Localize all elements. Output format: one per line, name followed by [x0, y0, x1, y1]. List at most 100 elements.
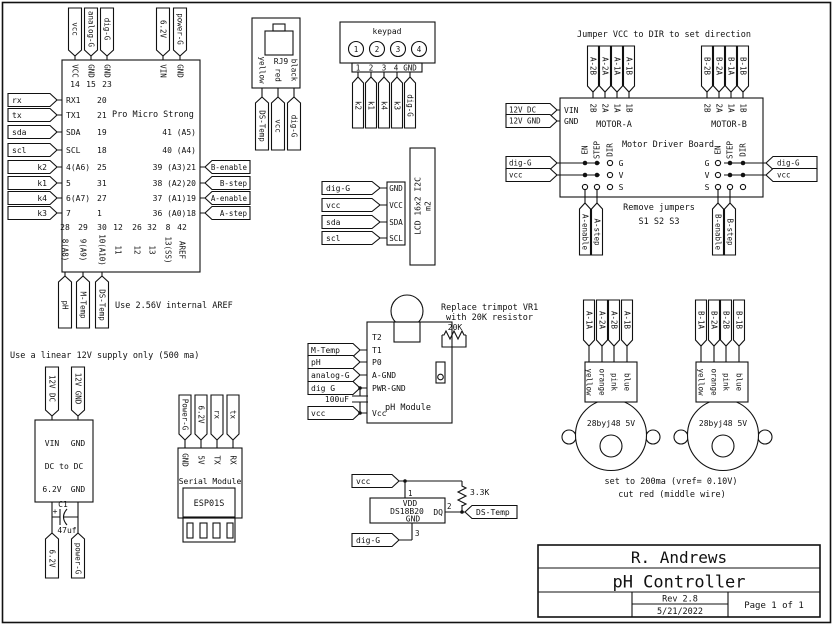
net-tag: [67, 7, 83, 57]
pin-label: 4(A6): [66, 163, 90, 172]
pin-label: 5: [66, 179, 71, 188]
wire-color-label: pink: [610, 373, 619, 392]
pin-label: Vcc: [372, 409, 387, 418]
pin-number: 20: [97, 96, 107, 105]
jumper-pin: [714, 171, 722, 179]
pin-label: 1B: [625, 103, 634, 113]
net-tag: [732, 299, 746, 347]
dcdc-wires: [51, 416, 79, 533]
net-tag-label: sda: [326, 218, 341, 227]
row-label: V: [619, 171, 624, 180]
net-tag: [172, 7, 188, 57]
pin-label: SCL: [389, 234, 403, 243]
pin-label: TX1: [66, 111, 81, 120]
pin-label: 2B: [703, 103, 712, 113]
net-tag: [377, 76, 391, 129]
net-tag-label: B-1B: [735, 311, 744, 330]
pin-label: RX: [229, 455, 238, 465]
pin-label: SCL: [66, 146, 81, 155]
row-label: G: [705, 159, 710, 168]
serial-module-section: Power-G 6.2V rx tx GND 5V TX RX Serial M…: [177, 394, 243, 543]
wire-color-label: orange: [710, 368, 719, 396]
ph-module-wires: [352, 349, 368, 414]
net-tag: [94, 275, 110, 329]
motor-mount-ear: [645, 429, 661, 445]
pin-label: 41 (A5): [162, 128, 196, 137]
pin-number: 14: [70, 80, 80, 89]
title-block-dividers: [538, 567, 820, 617]
net-tag: [712, 45, 726, 93]
pin-number: 21: [97, 111, 107, 120]
pin-label: T2: [372, 333, 382, 342]
keypad-button-label: 4: [417, 45, 422, 54]
title-block: R. Andrews pH Controller Rev 2.8 5/21/20…: [537, 544, 821, 618]
junction-dot: [358, 386, 362, 390]
net-tag: [464, 504, 518, 520]
motor-b-wires: [700, 346, 740, 362]
pin-label: 2A: [715, 103, 724, 113]
pin-number: 26: [132, 223, 142, 232]
component-name: pH Module: [385, 403, 431, 413]
note-supply: Use a linear 12V supply only (500 ma): [10, 351, 199, 361]
keypad-button-label: 3: [396, 45, 401, 54]
net-tag: [7, 107, 58, 123]
lcd-section: dig-G vcc sda scl GND VCC SDA SCL LCD 16…: [321, 147, 436, 266]
net-tag-label: A-1A: [585, 311, 594, 330]
motor-b-wirebox: [695, 361, 749, 403]
pin-label: 13(SS): [164, 236, 173, 263]
net-tag: [595, 299, 609, 347]
jumper-dot: [582, 160, 588, 166]
net-tag-label: dig-G: [326, 184, 350, 193]
net-tag-label: power-G: [74, 543, 83, 575]
net-tag-label: B-2A: [715, 57, 724, 76]
cap-value: 100uF: [325, 395, 349, 404]
jumper-pin: [714, 159, 722, 167]
col-label: DIR: [606, 143, 615, 157]
net-tag: [582, 299, 596, 347]
jumper-pin: [593, 183, 601, 191]
net-tag: [307, 380, 361, 396]
trimpot-screw: [437, 373, 444, 381]
net-tag-label: k3: [393, 101, 402, 110]
net-tag: [75, 275, 91, 329]
pin-number: 30: [97, 223, 107, 232]
net-tag: [321, 230, 381, 246]
rj9-jack: [264, 30, 294, 56]
wire-color-label: yellow: [697, 368, 706, 396]
keypad-button-label: 2: [375, 45, 380, 54]
revision: Rev 2.8: [662, 595, 698, 605]
pin-label: 36 (A0)18: [153, 209, 197, 218]
net-tag-label: A-2A: [601, 57, 610, 76]
net-tag-label: dig-G: [406, 94, 415, 117]
net-tag-label: B-step: [220, 179, 248, 188]
net-tag-label: Power-G: [181, 399, 190, 431]
net-tag: [204, 190, 251, 206]
motor-mount-ear: [673, 429, 689, 445]
jumper-dot: [740, 172, 746, 178]
connector-slot: [212, 522, 221, 539]
net-tag-label: A-2B: [589, 57, 598, 76]
cap-curved-plate: [62, 508, 68, 526]
keypad-pin-row: [351, 62, 423, 73]
net-tag-label: dig G: [311, 384, 335, 393]
pin-label: 1A: [727, 103, 736, 113]
net-tag: [736, 45, 750, 93]
pin-label: 1A: [613, 103, 622, 113]
net-tag: [364, 76, 378, 129]
wire-color-label: yellow: [585, 368, 594, 396]
net-tag-label: tx: [229, 410, 238, 420]
net-tag-label: 12V DC: [509, 106, 536, 115]
lcd-body: [409, 147, 436, 266]
component-name: 28byj48 5V: [699, 419, 747, 428]
note-trimpot2: with 20K resistor: [446, 313, 533, 323]
keypad-button: [368, 40, 386, 58]
motor-shaft: [711, 434, 735, 458]
net-tag-label: DS-Temp: [258, 110, 267, 142]
jumper-dot: [582, 172, 588, 178]
pin-label: 1: [356, 64, 361, 73]
motor-mount-ear: [757, 429, 773, 445]
author: R. Andrews: [631, 548, 727, 567]
net-tag-label: vcc: [509, 171, 523, 180]
net-tag: [765, 155, 818, 171]
